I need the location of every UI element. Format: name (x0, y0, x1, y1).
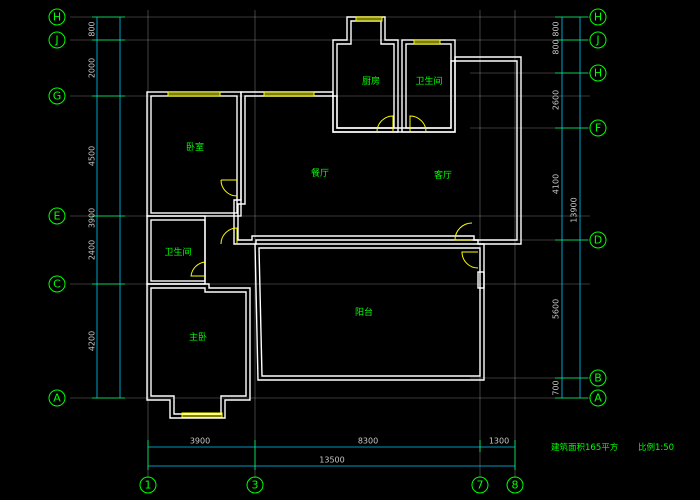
dim-left-5: 2400 (88, 240, 97, 260)
bubble-left-A: A (53, 392, 61, 405)
dim-left-1: 800 (88, 21, 97, 36)
room-label-balcony: 阳台 (355, 306, 373, 318)
bubble-right-J: J (595, 34, 599, 47)
left-axis-bubbles: H J G E C A (48, 8, 66, 407)
bubble-right-H: H (594, 11, 602, 24)
walls (146, 16, 522, 419)
bubble-left-C: C (53, 278, 61, 291)
drawing-notes: 建筑面积165平方 比例1:50 (551, 442, 674, 453)
room-label-bath-left: 卫生间 (164, 246, 191, 258)
dim-left-3: 4500 (88, 146, 97, 166)
room-label-living: 客厅 (434, 169, 452, 181)
dim-right-7: 700 (552, 380, 561, 395)
bubble-bottom-8: 8 (512, 479, 519, 492)
right-dimension-chain: 800 800 2600 4100 13900 5600 700 (552, 16, 588, 399)
bubble-left-H: H (53, 11, 61, 24)
bubble-right-F: F (595, 122, 601, 135)
bubble-left-J: J (54, 34, 58, 47)
doors (190, 115, 479, 277)
dim-right-5: 13900 (570, 197, 579, 222)
room-labels: 厨房 卫生间 卧室 餐厅 客厅 卫生间 主卧 阳台 (164, 75, 452, 343)
area-note: 建筑面积165平方 (551, 442, 618, 453)
dim-right-6: 5600 (552, 299, 561, 319)
dim-right-4: 4100 (552, 174, 561, 194)
room-label-kitchen: 厨房 (362, 75, 380, 87)
bubble-right-B: B (594, 372, 602, 385)
dim-left-6: 4200 (88, 331, 97, 351)
room-label-bedroom: 卧室 (186, 141, 204, 153)
bubble-right-D: D (594, 234, 602, 247)
room-label-dining: 餐厅 (311, 167, 329, 179)
dim-left-4: 3900 (88, 208, 97, 228)
scale-note: 比例1:50 (638, 442, 674, 453)
bubble-bottom-1: 1 (145, 479, 152, 492)
bottom-dimension-chain: 3900 8300 1300 13500 (147, 437, 516, 470)
bubble-bottom-7: 7 (477, 479, 484, 492)
right-axis-bubbles: H J H F D B A (589, 8, 607, 407)
bubble-left-E: E (54, 210, 61, 223)
bubble-right-H2: H (594, 67, 602, 80)
dim-left-2: 2000 (88, 58, 97, 78)
room-label-bath-top: 卫生间 (415, 75, 442, 87)
dim-bottom-total: 13500 (319, 456, 344, 465)
room-label-master-bedroom: 主卧 (189, 331, 207, 343)
left-dimension-chain: 800 2000 4500 3900 2400 4200 (88, 16, 125, 399)
dim-bottom-3: 1300 (489, 437, 509, 446)
dim-right-2: 800 (552, 39, 561, 54)
bubble-left-G: G (53, 90, 62, 103)
windows (167, 16, 441, 418)
bubble-right-A: A (594, 392, 602, 405)
dim-right-3: 2600 (552, 90, 561, 110)
dim-right-1: 800 (552, 21, 561, 36)
bottom-axis-bubbles: 1 3 7 8 (139, 476, 524, 494)
bubble-bottom-3: 3 (252, 479, 259, 492)
dim-bottom-2: 8300 (358, 437, 378, 446)
dim-bottom-1: 3900 (190, 437, 210, 446)
